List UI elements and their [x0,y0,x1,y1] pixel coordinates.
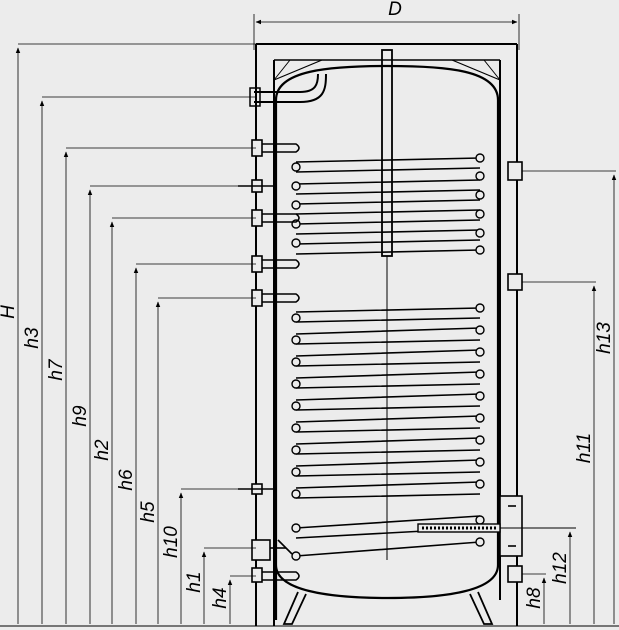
label-h11: h11 [574,433,595,463]
label-h9: h9 [70,405,91,427]
label-h3: h3 [22,327,43,349]
lower-coil [291,303,485,561]
label-h1: h1 [184,571,205,592]
left-connections [238,139,300,583]
dimension-labels: H h3 h7 h9 h2 h6 h5 h10 h1 h4 h13 h11 h1… [0,305,615,609]
left-dimensions [15,43,256,624]
heater-element [417,523,576,533]
label-h8: h8 [524,587,545,609]
label-d: D [388,0,402,20]
label-h12: h12 [550,552,571,584]
tank-body [274,64,500,620]
right-connections [499,161,523,583]
tank-legs [282,591,494,625]
anode-rod [381,49,393,560]
dimension-d: D [253,0,520,50]
label-h6: h6 [116,469,137,491]
label-h5: h5 [138,501,159,523]
label-h2: h2 [92,439,113,461]
top-inlet-pipe [249,73,327,107]
label-h4: h4 [210,587,231,608]
label-h-total: H [0,305,19,319]
upper-coil [291,153,485,255]
label-h7: h7 [46,358,67,381]
right-dimensions [522,170,617,624]
label-h13: h13 [594,322,615,354]
label-h10: h10 [161,526,182,558]
